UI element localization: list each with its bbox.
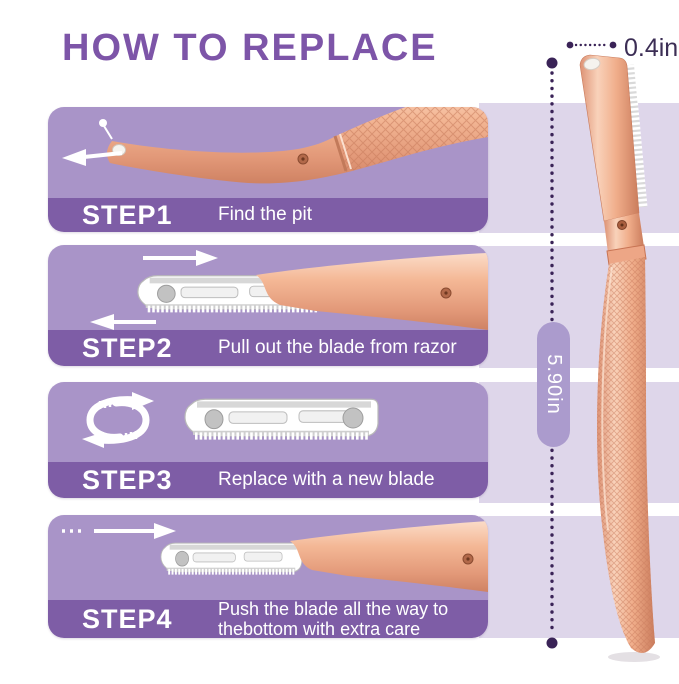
step-1-illustration — [48, 107, 488, 198]
step-panel-4: STEP4 Push the blade all the way to theb… — [48, 515, 488, 638]
step-caption-bar: STEP3 Replace with a new blade — [48, 462, 488, 498]
width-measure-line — [566, 41, 617, 49]
step-panel-2: STEP2 Pull out the blade from razor — [48, 245, 488, 366]
razor-length-label: 5.90in — [543, 354, 565, 415]
blade-cartridge-illustration — [161, 543, 302, 572]
step-caption-bar: STEP2 Pull out the blade from razor — [48, 330, 488, 366]
step-caption-bar: STEP4 Push the blade all the way to theb… — [48, 598, 488, 638]
step-label: STEP2 — [82, 332, 173, 363]
blade-pullout-illustration — [90, 250, 488, 330]
step-label: STEP1 — [82, 199, 173, 230]
step-caption-bar: STEP1 Find the pit — [48, 198, 488, 232]
dashed-right-arrow-icon — [62, 523, 176, 539]
razor-length-badge: 5.90in — [537, 322, 570, 447]
left-arrow-icon — [62, 149, 123, 166]
step-caption: Find the pit — [218, 204, 312, 225]
step-label: STEP3 — [82, 464, 173, 495]
page-title: HOW TO REPLACE — [62, 27, 438, 69]
blade-width-label: 0.4in — [624, 34, 679, 62]
razor-side-illustration — [546, 41, 660, 662]
step-panel-3: STEP3 Replace with a new blade — [48, 382, 488, 498]
pit-detail — [583, 57, 601, 71]
pin-marker-icon — [99, 119, 113, 140]
razor-side-view — [530, 35, 679, 684]
right-arrow-icon — [143, 250, 218, 266]
step-3-illustration — [48, 382, 488, 462]
razor-body — [579, 54, 660, 662]
blade-swap-illustration — [82, 392, 488, 448]
left-arrow-icon — [90, 314, 156, 330]
step-caption: Push the blade all the way to thebottom … — [218, 598, 449, 638]
step-panel-1: STEP1 Find the pit — [48, 107, 488, 232]
step-caption: Replace with a new blade — [218, 469, 435, 490]
swap-arrows-icon — [82, 392, 154, 448]
background-band — [479, 103, 679, 233]
step-label: STEP4 — [82, 603, 173, 634]
step-4-illustration — [48, 515, 488, 600]
length-measure-line — [546, 57, 558, 649]
blade-push-illustration — [62, 521, 488, 592]
step-2-illustration — [48, 245, 488, 330]
razor-tip-illustration — [62, 107, 488, 184]
step-caption: Pull out the blade from razor — [218, 337, 457, 358]
